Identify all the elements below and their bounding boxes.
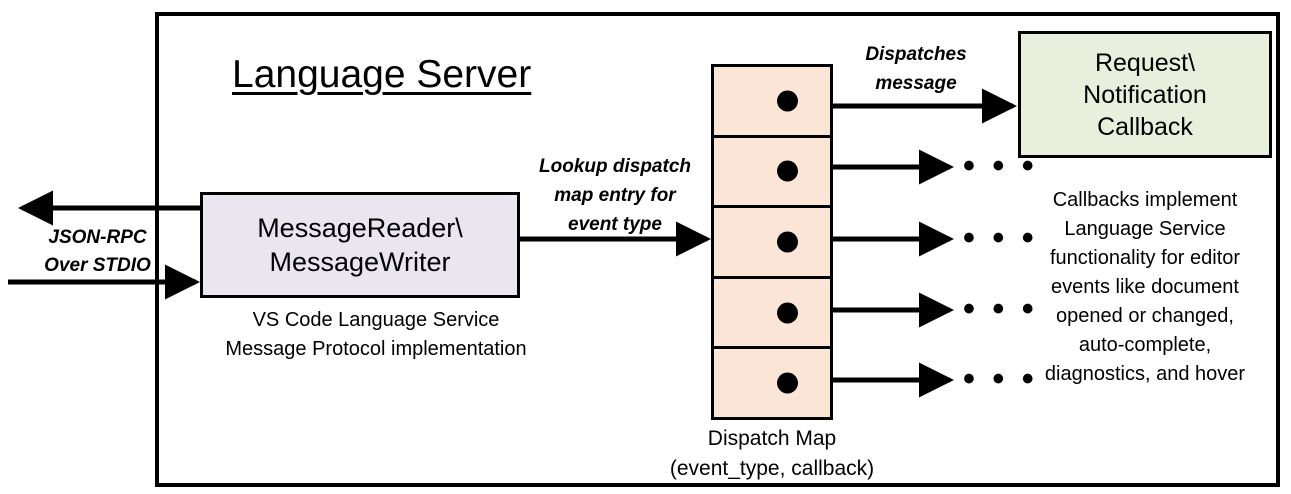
dispatch-map-row[interactable] (714, 208, 830, 279)
dispatch-map-row[interactable] (714, 279, 830, 350)
callback-caption-line2: Language Service (1064, 218, 1226, 240)
dispatch-map-table[interactable] (711, 64, 833, 420)
message-reader-writer-node[interactable]: MessageReader\ MessageWriter (200, 192, 520, 298)
callback-caption-line6: auto-complete, (1078, 334, 1212, 356)
callback-caption: Callbacks implement Language Service fun… (1010, 186, 1280, 389)
callback-caption-line3: functionality for editor (1049, 247, 1241, 269)
message-writer-label: MessageWriter (269, 247, 451, 277)
language-server-boundary (155, 12, 1280, 487)
page-title: Language Server (232, 53, 532, 96)
callback-caption-line1: Callbacks implement (1052, 189, 1238, 211)
dispatch-map-caption: Dispatch Map (event_type, callback) (622, 424, 922, 484)
entry-dot-icon (777, 160, 798, 182)
callback-caption-line7: diagnostics, and hover (1044, 363, 1246, 385)
mrw-caption-line2: Message Protocol implementation (225, 338, 527, 360)
dispatch-caption-line2: (event_type, callback) (669, 457, 875, 480)
callback-line3: Callback (1097, 112, 1193, 141)
json-rpc-label-line1: JSON-RPC (48, 227, 147, 248)
dispatch-map-row[interactable] (714, 67, 830, 138)
dispatch-map-row[interactable] (714, 349, 830, 417)
ellipsis-row-2: • • • (963, 147, 1038, 185)
dispatch-map-row[interactable] (714, 138, 830, 209)
callback-caption-line5: opened or changed, (1056, 305, 1234, 327)
json-rpc-label-line2: Over STDIO (44, 255, 151, 276)
lookup-label-line2: map entry for (554, 185, 676, 206)
dispatches-message-label: Dispatches message (836, 40, 996, 98)
entry-dot-icon (777, 231, 798, 253)
request-notification-callback-node[interactable]: Request\ Notification Callback (1018, 31, 1272, 158)
callback-line2: Notification (1083, 80, 1207, 109)
lookup-label-line3: event type (568, 214, 662, 235)
json-rpc-label: JSON-RPC Over STDIO (30, 224, 165, 280)
lookup-dispatch-label: Lookup dispatch map entry for event type (520, 152, 710, 239)
entry-dot-icon (777, 302, 798, 324)
dispatches-label-line2: message (875, 73, 957, 94)
message-reader-label: MessageReader\ (257, 213, 463, 243)
callback-line1: Request\ (1094, 48, 1196, 77)
mrw-caption-line1: VS Code Language Service (252, 309, 500, 331)
entry-dot-icon (777, 372, 798, 394)
dispatch-caption-line1: Dispatch Map (707, 427, 837, 450)
message-reader-writer-caption: VS Code Language Service Message Protoco… (200, 306, 552, 364)
lookup-label-line1: Lookup dispatch (539, 156, 691, 177)
dispatches-label-line1: Dispatches (865, 44, 967, 65)
entry-dot-icon (777, 90, 798, 112)
callback-caption-line4: events like document (1051, 276, 1239, 298)
